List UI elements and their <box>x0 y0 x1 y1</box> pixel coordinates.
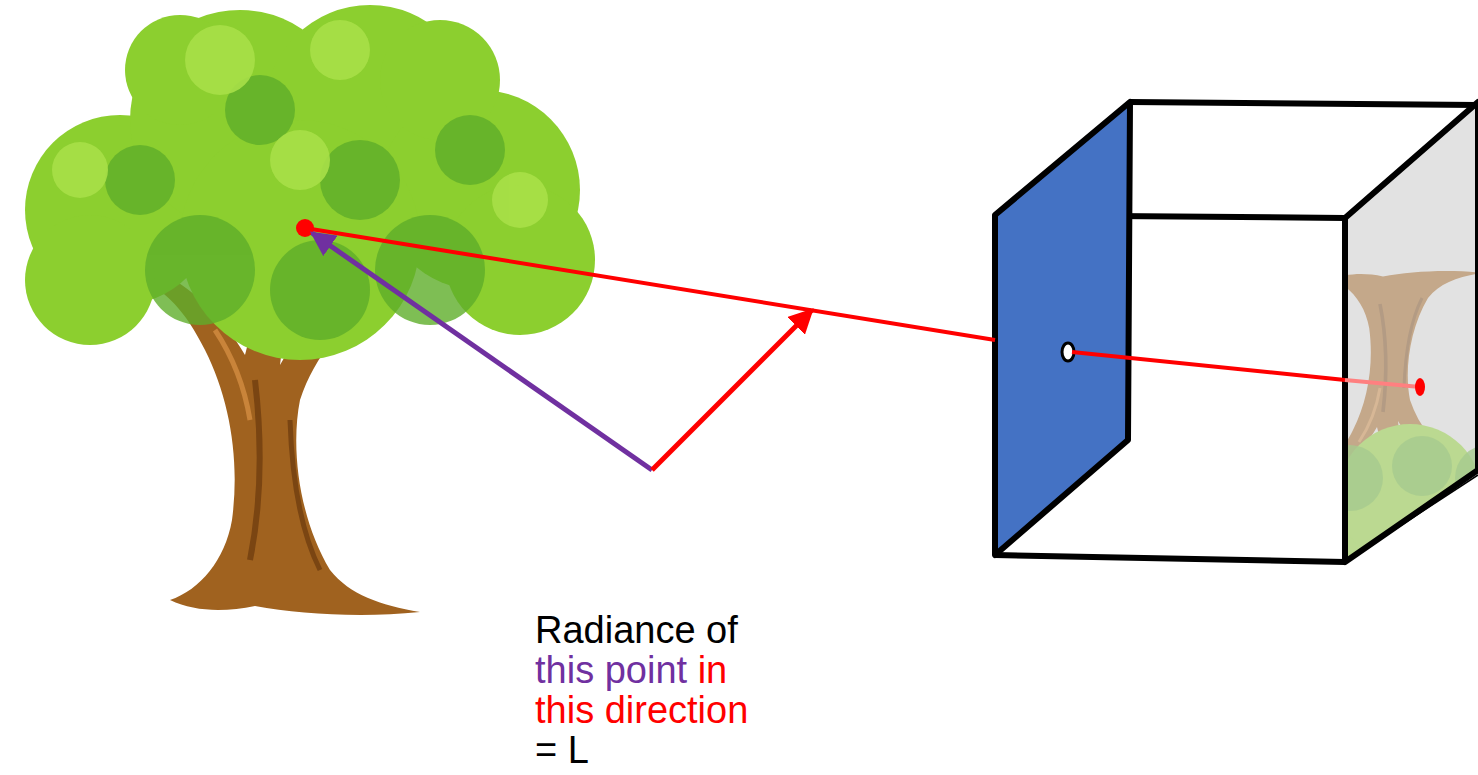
point-label: this point <box>535 649 687 691</box>
pinhole-plane <box>995 102 1130 555</box>
light-ray <box>305 228 995 340</box>
light-ray <box>1072 352 1345 380</box>
callout-text: Radiance of <box>535 609 738 651</box>
image-point <box>1415 378 1425 396</box>
radiance-callout: Radiance of this point in this direction… <box>535 610 767 770</box>
value-label: = L <box>535 729 589 771</box>
light-ray <box>1345 380 1420 387</box>
direction-arrow <box>652 310 812 470</box>
tree-drawing <box>25 5 595 615</box>
point-arrow <box>312 233 652 470</box>
inverted-image <box>1245 271 1478 637</box>
